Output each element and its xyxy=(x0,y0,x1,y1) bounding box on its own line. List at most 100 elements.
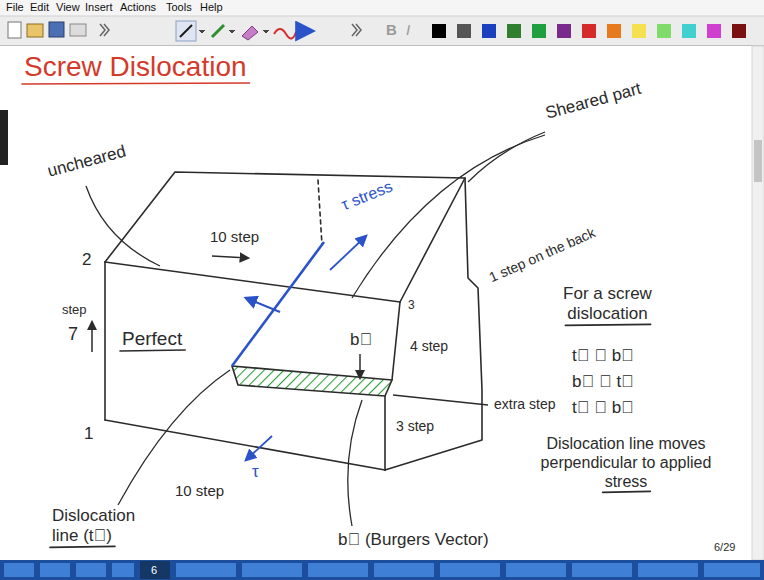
scrollbar-thumb xyxy=(754,140,762,182)
page-title: Screw Dislocation xyxy=(24,50,247,84)
page-tab xyxy=(704,563,760,577)
front-right-edge xyxy=(392,302,400,380)
leader-lines xyxy=(86,132,545,526)
toolbar-icons xyxy=(8,21,746,41)
page-tab xyxy=(112,563,134,577)
page-tab xyxy=(572,563,632,577)
page-tab xyxy=(638,563,698,577)
scrollbar xyxy=(752,46,764,560)
menu-divider xyxy=(0,16,764,17)
step-arrow xyxy=(212,256,248,258)
cut-plane-edge xyxy=(318,180,322,245)
page-tab xyxy=(308,563,368,577)
side-tab xyxy=(0,110,8,165)
page-tab xyxy=(4,563,34,577)
stress-label: τ xyxy=(252,462,259,482)
burgers-vector-label: b⃗ (Burgers Vector) xyxy=(338,530,489,550)
relation: t⃗ ∥ b⃗ xyxy=(572,346,634,366)
top-face-edge xyxy=(105,172,465,302)
current-page-tab xyxy=(140,561,170,579)
more-icon xyxy=(104,24,109,36)
color-swatch xyxy=(457,24,471,38)
more-icon xyxy=(100,24,105,36)
toolbar xyxy=(0,0,764,46)
front-right-edge xyxy=(384,396,386,470)
select-icon xyxy=(300,30,312,33)
step-count: 10 step xyxy=(210,228,259,246)
menu-item: Insert xyxy=(85,1,113,14)
crystal-block xyxy=(105,172,482,470)
note-heading: For a screw dislocation xyxy=(540,284,675,325)
color-swatch xyxy=(507,24,521,38)
leader-line xyxy=(118,370,230,505)
color-swatch xyxy=(682,24,696,38)
step-count: 1 step on the back xyxy=(487,224,598,286)
page-number: 6 xyxy=(151,564,157,577)
leader-line xyxy=(393,395,488,405)
page-tab xyxy=(506,563,566,577)
dropdown-icon xyxy=(199,30,205,33)
vector-label: b⃗ xyxy=(350,330,372,350)
underlines xyxy=(22,83,651,547)
underline xyxy=(50,546,115,547)
color-swatch xyxy=(607,24,621,38)
step-count: 7 xyxy=(68,324,78,346)
region-label: Perfect xyxy=(122,328,182,351)
leader-line xyxy=(468,132,545,182)
dislocation-line-label: Dislocation line (t⃗) xyxy=(52,506,162,547)
page-tab xyxy=(242,563,302,577)
front-top-edge xyxy=(105,262,400,302)
menu-item: Help xyxy=(200,1,223,14)
stress-arrow xyxy=(246,436,272,460)
color-swatch xyxy=(557,24,571,38)
step-count: extra step xyxy=(494,396,555,413)
pen-button xyxy=(176,21,196,41)
page-tab xyxy=(40,563,70,577)
dislocation-line xyxy=(232,242,324,366)
note-text: Dislocation line moves perpendicular to … xyxy=(536,434,716,492)
corner-number: 3 xyxy=(408,298,415,312)
menu-item: Edit xyxy=(30,1,49,14)
menu-item: File xyxy=(6,1,24,14)
toolbar-button: B xyxy=(386,21,397,39)
back-right-edge xyxy=(385,178,482,470)
stress-arrow xyxy=(330,236,366,270)
menu-item: Actions xyxy=(120,1,156,14)
page-tab xyxy=(374,563,434,577)
underline xyxy=(22,83,250,84)
leader-line xyxy=(86,186,160,266)
new-icon xyxy=(8,22,21,38)
corner-number: 2 xyxy=(82,250,91,270)
dropdown-icon xyxy=(229,30,235,33)
color-swatch xyxy=(707,24,721,38)
more-icon xyxy=(352,24,357,36)
open-icon xyxy=(27,24,43,37)
burgers-vector-arrow xyxy=(359,354,361,378)
highlighter-icon xyxy=(212,25,224,37)
page-strip xyxy=(0,560,764,580)
page-strip-segments xyxy=(4,561,760,579)
line-direction-arrow xyxy=(246,298,280,312)
menu-bar xyxy=(0,0,764,16)
page-tab xyxy=(440,563,500,577)
menu-item: View xyxy=(56,1,80,14)
step-count: 10 step xyxy=(175,482,224,500)
leader-line xyxy=(348,400,362,526)
corner-number: 1 xyxy=(84,424,93,444)
color-swatch xyxy=(632,24,646,38)
extra-step-face xyxy=(232,366,392,396)
print-icon xyxy=(70,24,86,36)
color-swatch xyxy=(482,24,496,38)
toolbar-button: I xyxy=(406,21,410,39)
color-swatch xyxy=(582,24,596,38)
step-count: 4 step xyxy=(410,338,448,355)
toolbar-divider xyxy=(0,45,764,46)
stress-label: τ stress xyxy=(338,177,395,215)
region-label: Sheared part xyxy=(543,79,643,124)
color-swatch xyxy=(532,24,546,38)
step-count: 3 step xyxy=(396,418,434,435)
color-swatch xyxy=(732,24,746,38)
eraser-icon xyxy=(242,26,258,40)
